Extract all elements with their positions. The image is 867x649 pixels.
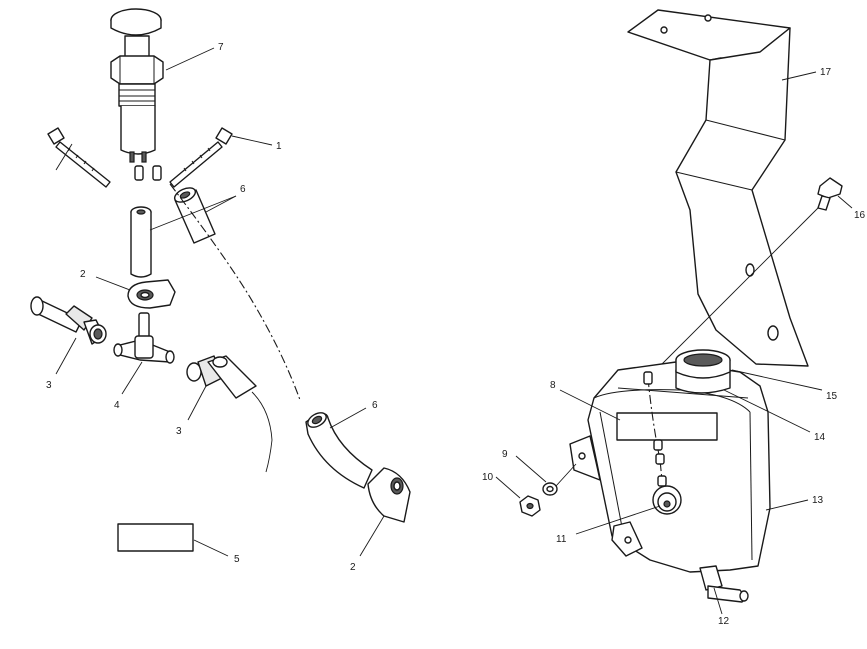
hose-long-curved [305, 412, 373, 489]
leader-lines [55, 47, 853, 615]
mounting-bracket [627, 9, 809, 367]
warning-decal [616, 412, 718, 441]
callout-2-upper: 2 [80, 269, 86, 280]
hose-clamp-right [186, 355, 273, 473]
callout-17: 17 [820, 67, 832, 78]
hose-short-vertical [130, 206, 152, 278]
decal-label [117, 523, 194, 552]
hose-clamp-left [30, 296, 107, 345]
sender-fittings [643, 371, 667, 487]
callouts: 7 1 6 2 3 4 3 6 2 5 17 16 15 14 13 8 9 1… [46, 42, 866, 627]
cable-tie-left [47, 127, 111, 188]
callout-1: 1 [276, 141, 282, 152]
callout-3-right: 3 [176, 426, 182, 437]
supply-line [169, 183, 301, 401]
grommet [652, 485, 682, 515]
callout-6-lower: 6 [372, 400, 378, 411]
callout-2-lower: 2 [350, 562, 356, 573]
hose-short-angled [173, 187, 216, 244]
pump-assembly [110, 8, 164, 181]
callout-10: 10 [482, 472, 494, 483]
hose-clip-upper [127, 279, 176, 309]
callout-9: 9 [502, 449, 508, 460]
callout-5: 5 [234, 554, 240, 565]
nut [519, 495, 541, 517]
tee-fitting [113, 312, 175, 364]
reservoir-tank [569, 361, 771, 591]
callout-6-upper: 6 [240, 184, 246, 195]
callout-16: 16 [854, 210, 866, 221]
callout-15: 15 [826, 391, 838, 402]
filler-neck [675, 349, 731, 394]
callout-11: 11 [556, 534, 567, 545]
callout-14: 14 [814, 432, 826, 443]
callout-13: 13 [812, 495, 824, 506]
callout-3-left: 3 [46, 380, 52, 391]
cable-tie-right [169, 127, 233, 188]
washer [542, 482, 558, 496]
callout-4: 4 [114, 400, 120, 411]
callout-7: 7 [218, 42, 224, 53]
callout-12: 12 [718, 616, 730, 627]
bolt [647, 177, 843, 379]
callout-8: 8 [550, 380, 556, 391]
hose-clip-lower [367, 467, 411, 523]
